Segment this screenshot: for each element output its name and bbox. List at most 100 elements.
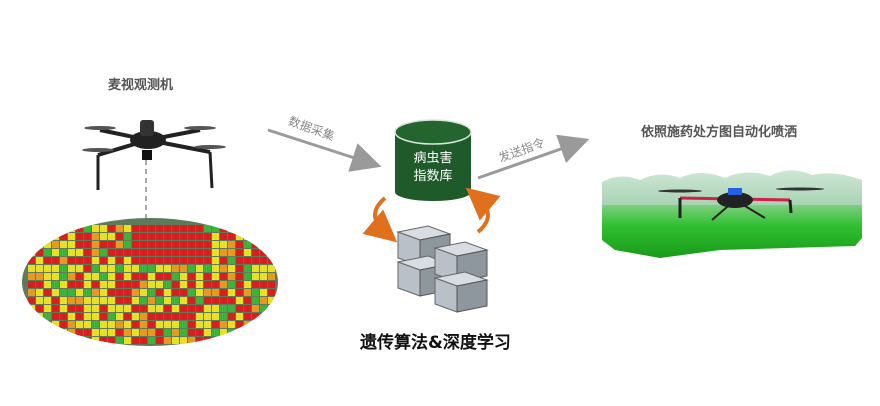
heatmap-cell: [212, 329, 219, 336]
heatmap-cell: [164, 337, 171, 344]
heatmap-cell: [156, 281, 163, 288]
heatmap-cell: [76, 273, 83, 280]
heatmap-cell: [204, 265, 211, 272]
heatmap-cell: [180, 233, 187, 240]
heatmap-cell: [180, 297, 187, 304]
heatmap-cell: [60, 305, 67, 312]
heatmap-cell: [52, 265, 59, 272]
heatmap-cell: [172, 281, 179, 288]
heatmap-cell: [44, 249, 51, 256]
heatmap-cell: [204, 241, 211, 248]
heatmap-cell: [52, 273, 59, 280]
field-heatmap-image: [22, 218, 278, 346]
heatmap-cell: [60, 225, 67, 232]
heatmap-cell: [84, 305, 91, 312]
heatmap-cell: [220, 313, 227, 320]
data-collection-arrow: [267, 128, 382, 172]
heatmap-cell: [220, 305, 227, 312]
heatmap-cell: [204, 297, 211, 304]
heatmap-cell: [236, 225, 243, 232]
heatmap-cell: [132, 257, 139, 264]
heatmap-cell: [28, 281, 35, 288]
heatmap-cell: [156, 241, 163, 248]
heatmap-cell: [76, 337, 83, 344]
heatmap-cell: [52, 297, 59, 304]
heatmap-cell: [244, 313, 251, 320]
heatmap-cell: [228, 225, 235, 232]
heatmap-cell: [164, 233, 171, 240]
heatmap-cell: [252, 265, 259, 272]
heatmap-cell: [116, 257, 123, 264]
heatmap-cell: [204, 313, 211, 320]
heatmap-cell: [236, 241, 243, 248]
heatmap-cell: [236, 305, 243, 312]
heatmap-cell: [260, 249, 267, 256]
heatmap-cell: [204, 257, 211, 264]
heatmap-cell: [244, 233, 251, 240]
heatmap-cell: [92, 249, 99, 256]
heatmap-cell: [60, 281, 67, 288]
heatmap-cell: [212, 313, 219, 320]
heatmap-cell: [156, 225, 163, 232]
heatmap-cell: [252, 257, 259, 264]
heatmap-cell: [132, 329, 139, 336]
heatmap-cell: [84, 313, 91, 320]
heatmap-cell: [172, 337, 179, 344]
heatmap-cell: [100, 265, 107, 272]
heatmap-cell: [132, 249, 139, 256]
heatmap-cell: [100, 289, 107, 296]
algorithm-title: 遗传算法&深度学习: [360, 333, 511, 353]
heatmap-cell: [252, 281, 259, 288]
heatmap-cell: [116, 281, 123, 288]
heatmap-cell: [36, 233, 43, 240]
heatmap-cell: [92, 225, 99, 232]
heatmap-cell: [68, 241, 75, 248]
heatmap-cell: [156, 265, 163, 272]
heatmap-cell: [164, 313, 171, 320]
heatmap-cell: [148, 297, 155, 304]
heatmap-cell: [164, 225, 171, 232]
heatmap-cell: [148, 313, 155, 320]
heatmap-cell: [108, 289, 115, 296]
heatmap-cell: [244, 297, 251, 304]
heatmap-cell: [108, 225, 115, 232]
heatmap-cell: [68, 289, 75, 296]
heatmap-cell: [52, 289, 59, 296]
heatmap-cell: [164, 265, 171, 272]
heatmap-cell: [164, 249, 171, 256]
heatmap-cell: [156, 305, 163, 312]
heatmap-cell: [196, 297, 203, 304]
heatmap-cell: [148, 257, 155, 264]
heatmap-cell: [132, 241, 139, 248]
heatmap-cell: [196, 225, 203, 232]
heatmap-cell: [188, 249, 195, 256]
heatmap-cell: [132, 337, 139, 344]
heatmap-cell: [148, 281, 155, 288]
heatmap-cell: [212, 289, 219, 296]
heatmap-cell: [268, 289, 275, 296]
heatmap-cell: [204, 305, 211, 312]
heatmap-cell: [124, 305, 131, 312]
heatmap-cell: [124, 233, 131, 240]
heatmap-cell: [100, 257, 107, 264]
heatmap-cell: [164, 257, 171, 264]
heatmap-cell: [140, 281, 147, 288]
heatmap-cell: [172, 241, 179, 248]
heatmap-cell: [220, 257, 227, 264]
heatmap-cell: [180, 329, 187, 336]
heatmap-cell: [172, 233, 179, 240]
heatmap-cell: [108, 329, 115, 336]
heatmap-cell: [68, 337, 75, 344]
heatmap-cell: [76, 233, 83, 240]
heatmap-cell: [212, 265, 219, 272]
heatmap-cell: [164, 281, 171, 288]
heatmap-cell: [60, 265, 67, 272]
heatmap-cell: [188, 257, 195, 264]
heatmap-cell: [148, 289, 155, 296]
heatmap-cell: [116, 273, 123, 280]
heatmap-cell: [132, 273, 139, 280]
heatmap-cell: [100, 337, 107, 344]
heatmap-cell: [164, 289, 171, 296]
heatmap-cell: [84, 241, 91, 248]
heatmap-cell: [236, 281, 243, 288]
